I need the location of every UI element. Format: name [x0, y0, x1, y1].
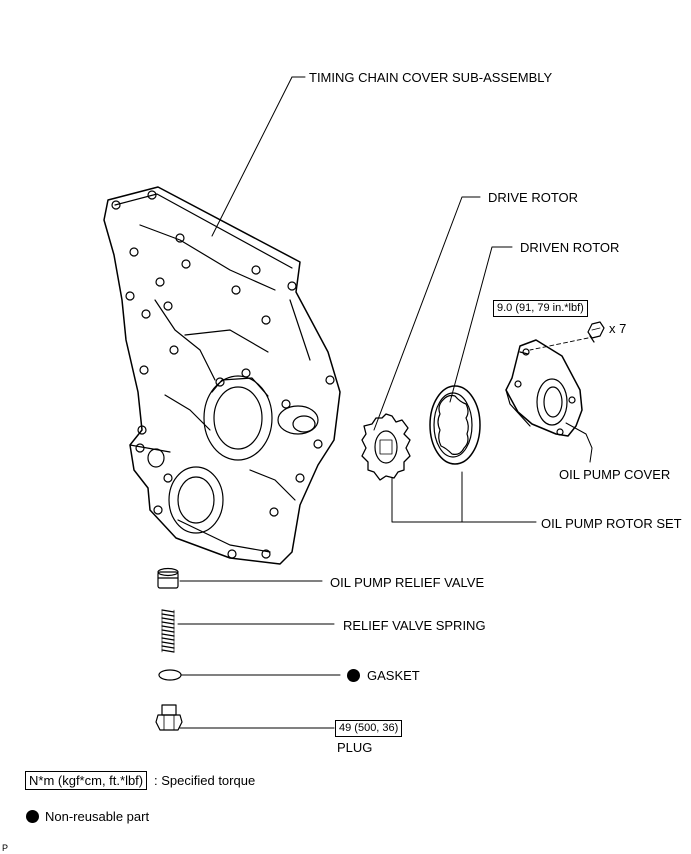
- legend-non-reusable-icon: [26, 810, 39, 823]
- cover-bolt-quantity: x 7: [609, 321, 627, 336]
- drive-rotor-label: DRIVE ROTOR: [488, 190, 579, 205]
- cover-bolt-drawing: [587, 321, 605, 343]
- plug-drawing: [155, 704, 183, 731]
- drive-rotor-drawing: [361, 413, 411, 481]
- oil-pump-relief-valve-label: OIL PUMP RELIEF VALVE: [330, 575, 485, 590]
- plug-torque-spec: 49 (500, 36): [335, 720, 403, 737]
- cover-bolt-torque-spec: 9.0 (91, 79 in.*lbf): [493, 300, 588, 317]
- oil-pump-rotor-set-label: OIL PUMP ROTOR SET: [541, 516, 682, 531]
- plug-label: PLUG: [337, 740, 373, 755]
- non-reusable-marker-icon: [347, 669, 360, 682]
- relief-valve-spring-label: RELIEF VALVE SPRING: [343, 618, 486, 633]
- legend-non-reusable-label: Non-reusable part: [45, 809, 150, 824]
- gasket-label: GASKET: [367, 668, 420, 683]
- timing-chain-cover-label: TIMING CHAIN COVER SUB-ASSEMBLY: [309, 70, 553, 85]
- oil-pump-cover-label: OIL PUMP COVER: [559, 467, 671, 482]
- oil-pump-relief-valve-drawing: [157, 567, 179, 589]
- legend-torque-description: : Specified torque: [154, 773, 256, 788]
- oil-pump-cover-drawing: [505, 339, 583, 437]
- leader-lines: [177, 76, 593, 729]
- legend-torque-units: N*m (kgf*cm, ft.*lbf): [25, 771, 148, 790]
- relief-valve-spring-drawing: [161, 609, 175, 653]
- gasket-drawing: [158, 669, 182, 681]
- corner-mark: P: [2, 843, 9, 853]
- driven-rotor-drawing: [429, 385, 481, 465]
- driven-rotor-label: DRIVEN ROTOR: [520, 240, 620, 255]
- timing-chain-cover-drawing: [103, 186, 341, 565]
